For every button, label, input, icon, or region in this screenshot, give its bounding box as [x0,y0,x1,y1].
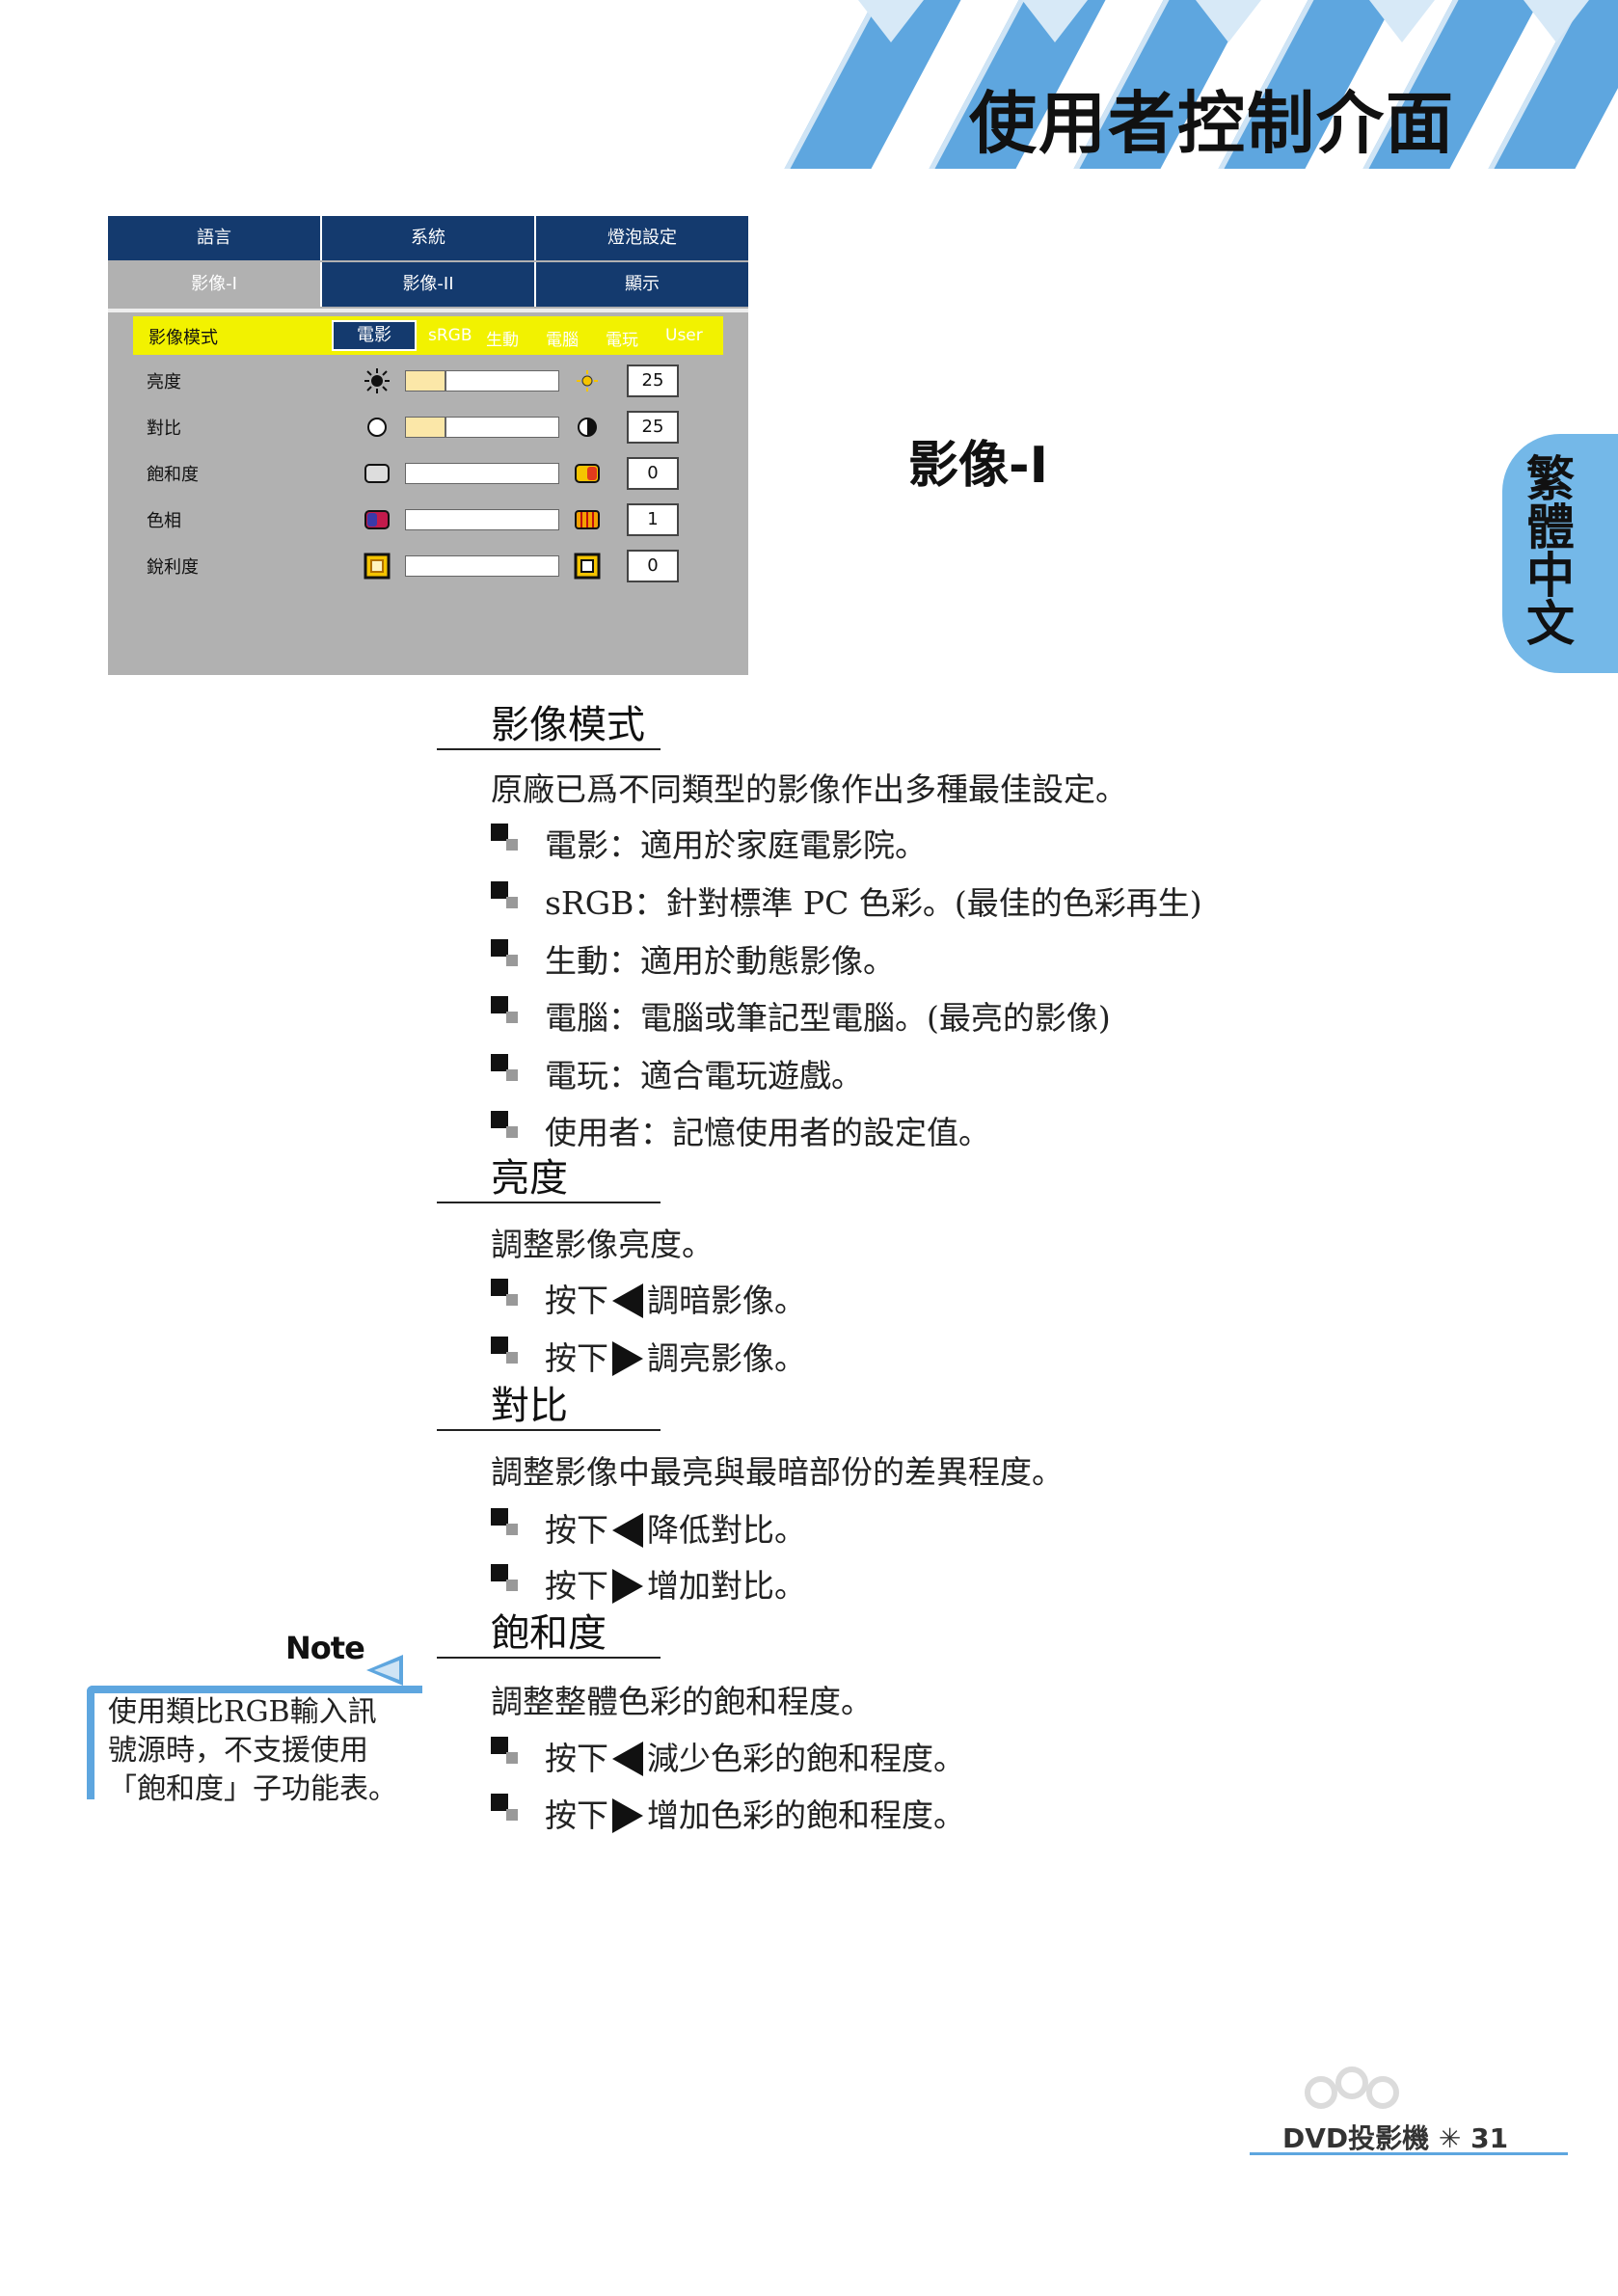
osd-row-sharpness[interactable]: 銳利度 0 [108,546,748,584]
heading-image-mode: 影像模式 [437,702,661,750]
section-title: 影像-I [908,437,1048,495]
osd-tab-image-2[interactable]: 影像-II [322,262,536,307]
heading-text: 亮度 [491,1156,568,1201]
osd-row-contrast[interactable]: 對比 25 [108,407,748,446]
language-side-tab [1502,434,1618,673]
tint-high-icon [575,510,600,529]
bullet-icon [491,996,518,1029]
left-arrow-icon [612,1742,643,1776]
contrast-description: 調整影像中最亮與最暗部份的差異程度。 [491,1453,1064,1491]
note-text: 使用類比RGB輸入訊 號源時，不支援使用 「飽和度」子功能表。 [108,1695,397,1806]
page-title: 使用者控制介面 [969,84,1455,163]
osd-tab-row-1: 語言 系統 燈泡設定 [108,216,748,260]
mode-description: 原廠已爲不同類型的影像作出多種最佳設定。 [491,770,1127,808]
saturation-slider[interactable] [405,463,559,484]
saturation-description: 調整整體色彩的飽和程度。 [491,1683,873,1720]
osd-mode-label: 影像模式 [148,328,218,348]
contrast-slider[interactable] [405,417,559,438]
sharpness-low-icon [364,553,391,580]
osd-row-label: 對比 [147,419,181,439]
osd-mode-option[interactable]: 生動 [486,331,519,350]
osd-mode-row[interactable]: 影像模式 電影 sRGB 生動 電腦 電玩 User [133,316,723,355]
bullet-icon [491,1279,518,1311]
osd-mode-option[interactable]: sRGB [428,326,472,345]
heading-text: 影像模式 [491,703,645,747]
bullet-icon [491,1508,518,1541]
note-box [87,1686,422,1799]
osd-row-label: 銳利度 [147,557,199,578]
contrast-low-icon [367,418,387,437]
osd-menu-screenshot: 語言 系統 燈泡設定 影像-I 影像-II 顯示 影像模式 電影 sRGB 生動… [108,216,748,675]
brightness-slider[interactable] [405,370,559,392]
tint-value: 1 [627,503,679,536]
footer-page-label: DVD投影機 ✳ 31 [1282,2122,1509,2154]
brightness-description: 調整影像亮度。 [491,1226,714,1263]
heading-text: 飽和度 [491,1611,607,1656]
osd-mode-selected[interactable]: 電影 [332,320,417,351]
osd-tab-image-1[interactable]: 影像-I [108,262,322,307]
bullet-icon [491,881,518,914]
saturation-value: 0 [627,457,679,490]
contrast-high-icon [578,418,597,437]
bullet-icon [491,1794,518,1826]
bullet-icon [491,939,518,972]
heading-saturation: 飽和度 [437,1610,661,1659]
osd-row-saturation[interactable]: 飽和度 0 [108,453,748,492]
note-title: Note [285,1630,365,1666]
left-arrow-icon [612,1283,643,1318]
right-arrow-icon [612,1798,643,1833]
bullet-icon [491,824,518,856]
contrast-value: 25 [627,411,679,444]
sharpness-slider[interactable] [405,555,559,577]
osd-mode-option[interactable]: 電腦 [546,331,579,350]
saturation-low-icon [364,464,390,483]
osd-mode-option[interactable]: User [665,326,703,345]
heading-brightness: 亮度 [437,1155,661,1203]
footer-line [1250,2152,1568,2155]
osd-row-label: 色相 [147,511,181,531]
osd-tab-row-2: 影像-I 影像-II 顯示 [108,262,748,307]
osd-row-brightness[interactable]: 亮度 25 [108,361,748,399]
bullet-icon [491,1111,518,1144]
language-side-label: 繁體中文 [1519,453,1575,646]
osd-row-label: 亮度 [147,372,181,392]
osd-tab-system[interactable]: 系統 [322,216,536,260]
heading-contrast: 對比 [437,1383,661,1431]
sharpness-high-icon [574,553,601,580]
brightness-value: 25 [627,365,679,397]
osd-tab-display[interactable]: 顯示 [536,262,748,307]
sun-large-icon [577,370,598,392]
tint-slider[interactable] [405,509,559,530]
osd-tab-language[interactable]: 語言 [108,216,322,260]
heading-text: 對比 [491,1384,568,1428]
osd-row-label: 飽和度 [147,465,199,485]
bullet-icon [491,1337,518,1369]
osd-row-tint[interactable]: 色相 1 [108,500,748,538]
sharpness-value: 0 [627,550,679,582]
sun-small-icon [364,368,390,393]
watermark-logo [1305,2066,1399,2109]
right-arrow-icon [612,1341,643,1376]
left-arrow-icon [612,1513,643,1548]
osd-tab-lamp[interactable]: 燈泡設定 [536,216,748,260]
bullet-icon [491,1564,518,1597]
bullet-icon [491,1054,518,1087]
note-pointer-icon [366,1655,403,1686]
osd-mode-option[interactable]: 電玩 [606,331,638,350]
saturation-high-icon [575,464,600,483]
osd-divider [108,309,748,312]
bullet-icon [491,1737,518,1769]
tint-low-icon [364,510,390,529]
right-arrow-icon [612,1569,643,1604]
